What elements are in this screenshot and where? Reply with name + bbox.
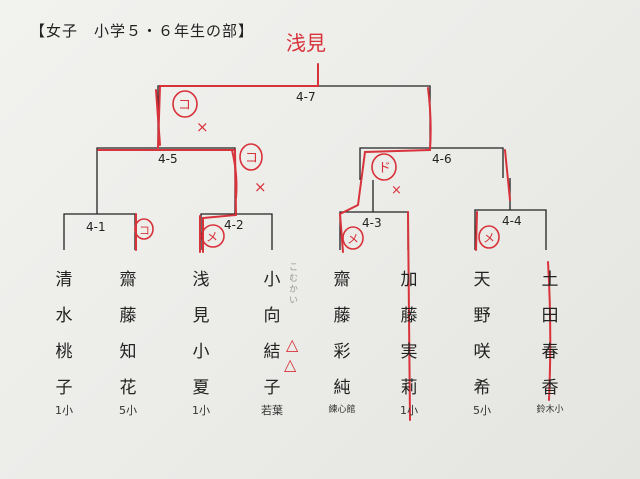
bracket-4-6 [359, 147, 504, 180]
player-6-school: 1小 [400, 404, 418, 417]
red-annotations [97, 63, 552, 421]
circle-mark-final [172, 90, 198, 118]
svg-text:×: × [391, 183, 402, 198]
player-3-name: 浅見小夏 [192, 270, 210, 398]
player-2-name: 齋藤知花 [119, 270, 137, 398]
circle-mark-semi-right [371, 153, 397, 181]
player-1-school: 1小 [55, 404, 73, 417]
player-3-school: 1小 [192, 404, 210, 417]
page-title: 【女子 小学５・６年生の部】 [30, 22, 255, 40]
svg-text:×: × [254, 178, 267, 196]
svg-text:メ: メ [206, 230, 218, 244]
match-4-5: 4-5 [158, 152, 178, 166]
player-5-school: 練心館 [328, 405, 356, 415]
match-4-1: 4-1 [86, 220, 106, 234]
player-8-name: 土田春香 [541, 270, 559, 398]
match-4-2: 4-2 [224, 218, 244, 232]
player-2-school: 5小 [119, 404, 137, 417]
svg-text:メ: メ [347, 232, 359, 246]
triangle-mark: △ [286, 335, 299, 354]
svg-text:コ: コ [178, 98, 191, 113]
player-7-school: 5小 [473, 404, 491, 417]
player-4-name: 小向結子 [263, 270, 281, 398]
player-7-name: 天野咲希 [473, 270, 491, 398]
svg-text:メ: メ [483, 231, 495, 245]
svg-text:△: △ [284, 355, 297, 374]
circle-mark-semi-left [239, 143, 263, 171]
circle-mark-4-3 [342, 226, 364, 250]
winner-handwriting: 浅見 [286, 31, 326, 55]
player-1-name: 清水桃子 [55, 270, 73, 398]
svg-text:コ: コ [139, 224, 150, 237]
svg-text:×: × [196, 118, 209, 136]
player-6-name: 加藤実莉 [400, 270, 418, 398]
match-4-6: 4-6 [432, 152, 452, 166]
player-4-school: 若葉 [261, 404, 283, 417]
bracket-4-4 [474, 209, 547, 250]
match-4-3: 4-3 [362, 216, 382, 230]
pencil-note: こむかい [287, 262, 297, 306]
svg-text:コ: コ [245, 151, 258, 166]
player-5-name: 齋藤彩純 [333, 270, 351, 398]
svg-text:ド: ド [378, 161, 391, 176]
circle-mark-4-1 [134, 218, 154, 240]
bracket-final [157, 85, 431, 118]
circle-mark-4-2 [201, 224, 225, 248]
player-8-school: 鈴木小 [536, 405, 564, 415]
circle-mark-4-4 [478, 225, 500, 249]
match-4-4: 4-4 [502, 214, 522, 228]
match-4-7: 4-7 [296, 90, 316, 104]
